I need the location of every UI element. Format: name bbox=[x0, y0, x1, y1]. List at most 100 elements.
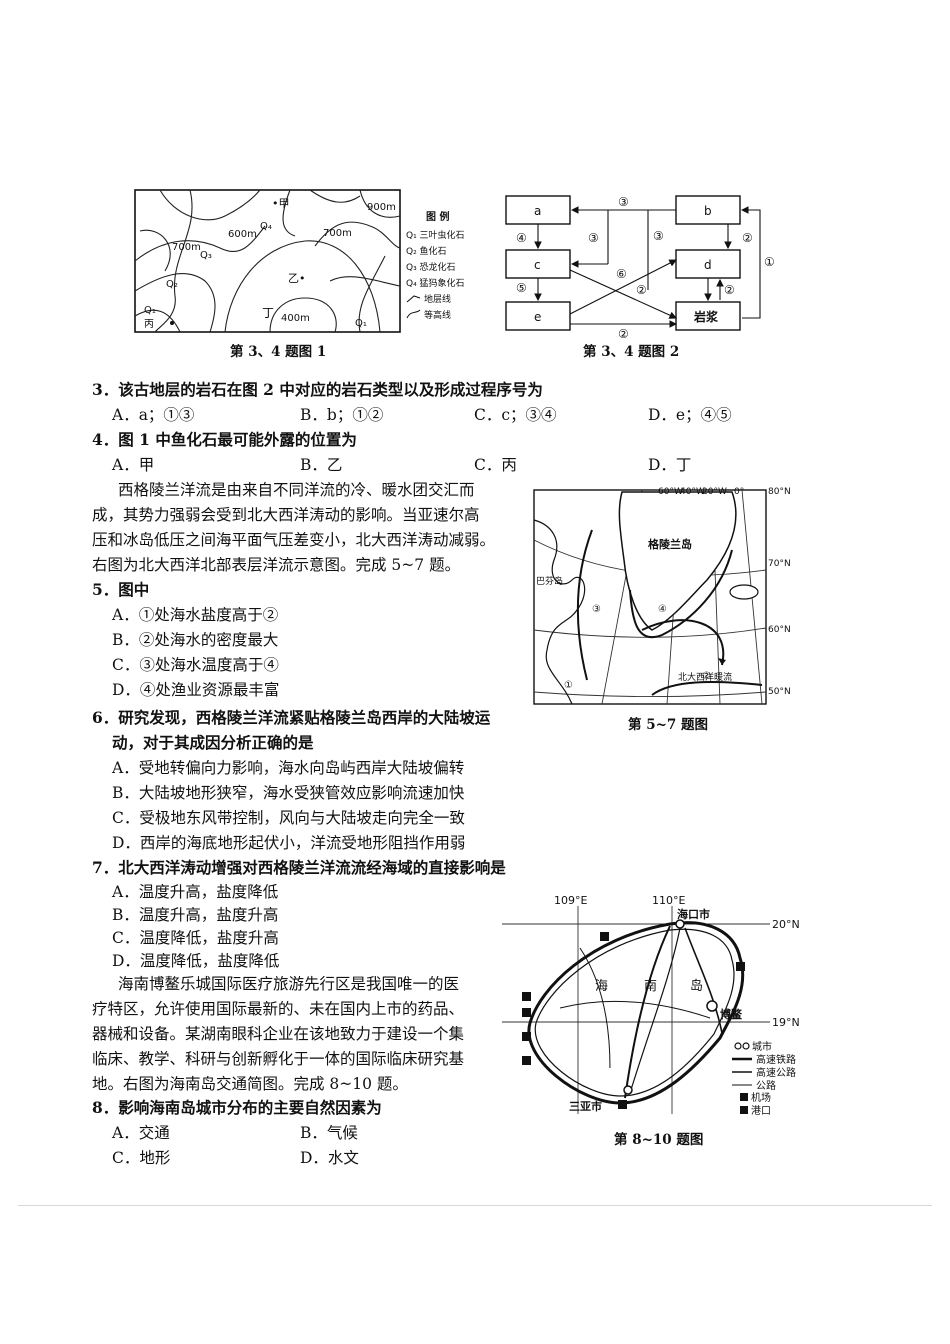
box-e: e bbox=[534, 310, 541, 324]
figure-1: •甲 乙• 丙 丁 900m 600m 700m 700m 400m Q₄ Q₃… bbox=[130, 186, 480, 336]
arrow-label: ③ bbox=[653, 229, 664, 243]
legend-port: 港口 bbox=[751, 1105, 771, 1117]
passage-2-line: 海南博鳌乐城国际医疗旅游先行区是我国唯一的医 bbox=[118, 975, 460, 993]
q4-option-a[interactable]: A．甲 bbox=[112, 456, 155, 474]
label-yi: 乙• bbox=[288, 272, 306, 285]
legend-item: 地层线 bbox=[424, 293, 451, 305]
legend-item: Q₃ 恐龙化石 bbox=[406, 261, 456, 273]
q6-option-b[interactable]: B．大陆坡地形狭窄，海水受狭管效应影响流速加快 bbox=[112, 784, 465, 802]
question-7-stem: 7．北大西洋涛动增强对西格陵兰洋流流经海域的直接影响是 bbox=[92, 858, 506, 877]
q4-option-b[interactable]: B．乙 bbox=[300, 456, 343, 474]
passage-1-line: 西格陵兰洋流是由来自不同洋流的冷、暖水团交汇而 bbox=[118, 481, 475, 499]
arrow-label: ② bbox=[742, 231, 753, 245]
legend-expressway: 高速公路 bbox=[756, 1066, 796, 1079]
q3-option-b[interactable]: B．b；①② bbox=[300, 406, 384, 424]
q8-option-c[interactable]: C．地形 bbox=[112, 1149, 171, 1167]
label-q4: Q₄ bbox=[260, 221, 272, 232]
label-q1a: Q₁ bbox=[144, 305, 156, 316]
q7-option-d[interactable]: D．温度降低，盐度降低 bbox=[112, 952, 280, 970]
q3-option-c[interactable]: C．c；③④ bbox=[474, 406, 557, 424]
q5-option-b[interactable]: B．②处海水的密度最大 bbox=[112, 631, 279, 649]
label-c700a: 700m bbox=[172, 242, 201, 253]
figure-2-diagram: a b c d e 岩浆 ③ ④ ③ ③ ② ⑤ ⑥ ② ② ① bbox=[505, 195, 775, 341]
question-8-stem: 8．影响海南岛城市分布的主要自然因素为 bbox=[92, 1098, 382, 1117]
arrow-label: ② bbox=[636, 283, 647, 297]
label-dao: 岛 bbox=[690, 978, 703, 994]
label-c400: 400m bbox=[281, 313, 310, 324]
label-baffin: 巴芬岛 bbox=[536, 575, 563, 587]
q5-option-a[interactable]: A．①处海水盐度高于② bbox=[112, 606, 279, 624]
lon-109: 109°E bbox=[554, 894, 587, 907]
question-3-stem: 3．该古地层的岩石在图 2 中对应的岩石类型以及形成过程序号为 bbox=[92, 380, 543, 399]
label-boao: 博鳌 bbox=[720, 1007, 743, 1021]
lon-60: 60°W bbox=[658, 487, 683, 497]
q8-option-b[interactable]: B．气候 bbox=[300, 1124, 358, 1142]
q7-option-c[interactable]: C．温度降低，盐度升高 bbox=[112, 929, 279, 947]
lat-80: 80°N bbox=[768, 487, 791, 497]
q3-option-d[interactable]: D．e；④⑤ bbox=[648, 406, 732, 424]
lat-50: 50°N bbox=[768, 687, 791, 697]
q3-option-a[interactable]: A．a；①③ bbox=[112, 406, 195, 424]
lat-19: 19°N bbox=[772, 1016, 800, 1029]
label-p1: ① bbox=[564, 680, 573, 691]
q5-option-d[interactable]: D．④处渔业资源最丰富 bbox=[112, 681, 280, 699]
label-sanya: 三亚市 bbox=[569, 1099, 602, 1113]
legend-road: 公路 bbox=[756, 1079, 776, 1092]
figure-4-map: 109°E 110°E 20°N 19°N 海口市 三亚市 博鳌 海 南 岛 bbox=[502, 894, 800, 1117]
q6-option-d[interactable]: D．西岸的海底地形起伏小，洋流受地形阻挡作用弱 bbox=[112, 834, 466, 852]
label-c900: 900m bbox=[367, 202, 396, 213]
passage-1-line: 压和冰岛低压之间海平面气压差变小，北大西洋涛动减弱。 bbox=[92, 531, 496, 549]
lon-40: 40°W bbox=[680, 487, 705, 497]
arrow-label: ① bbox=[764, 255, 775, 269]
label-nan: 南 bbox=[644, 978, 657, 994]
label-p4: ④ bbox=[658, 604, 667, 615]
q6-option-c[interactable]: C．受极地东风带控制，风向与大陆坡走向完全一致 bbox=[112, 809, 465, 827]
q7-option-b[interactable]: B．温度升高，盐度升高 bbox=[112, 906, 279, 924]
legend-railway: 高速铁路 bbox=[756, 1053, 796, 1066]
arrow-label: ② bbox=[724, 283, 735, 297]
q4-option-c[interactable]: C．丙 bbox=[474, 456, 517, 474]
label-p3: ③ bbox=[592, 604, 601, 615]
figure-3-map: 60°W 40°W 20°W 0° 80°N 70°N 60°N 50°N 格陵… bbox=[533, 487, 791, 705]
lon-20: 20°W bbox=[702, 487, 727, 497]
arrow-label: ⑥ bbox=[616, 267, 627, 281]
label-q3: Q₃ bbox=[200, 250, 212, 261]
arrow-label: ③ bbox=[588, 231, 599, 245]
question-4-stem: 4．图 1 中鱼化石最可能外露的位置为 bbox=[92, 430, 357, 449]
figure-2: a b c d e 岩浆 ③ ④ ③ ③ ② ⑤ ⑥ ② ② ① bbox=[498, 190, 798, 341]
page-divider bbox=[18, 1205, 932, 1206]
figure-3-caption: 第 5~7 题图 bbox=[628, 717, 708, 733]
question-6-stem-cont: 动，对于其成因分析正确的是 bbox=[112, 733, 314, 752]
label-c700b: 700m bbox=[323, 228, 352, 239]
lat-20: 20°N bbox=[772, 918, 800, 931]
q5-option-c[interactable]: C．③处海水温度高于④ bbox=[112, 656, 279, 674]
passage-1-line: 成，其势力强弱会受到北大西洋涛动的影响。当亚速尔高 bbox=[92, 506, 480, 524]
legend-city: 城市 bbox=[752, 1040, 772, 1053]
lon-110: 110°E bbox=[652, 894, 685, 907]
figure-3: 60°W 40°W 20°W 0° 80°N 70°N 60°N 50°N 格陵… bbox=[532, 480, 802, 708]
q8-option-d[interactable]: D．水文 bbox=[300, 1149, 359, 1167]
label-greenland: 格陵兰岛 bbox=[648, 537, 692, 551]
box-b: b bbox=[704, 204, 712, 218]
q4-option-d[interactable]: D．丁 bbox=[648, 456, 692, 474]
q8-option-a[interactable]: A．交通 bbox=[112, 1124, 170, 1142]
question-5-stem: 5．图中 bbox=[92, 580, 150, 599]
arrow-label: ⑤ bbox=[516, 281, 527, 295]
legend-airport: 机场 bbox=[751, 1091, 771, 1104]
label-ding: 丁 bbox=[262, 306, 274, 320]
passage-2-line: 疗特区，允许使用国际最新的、未在国内上市的药品、 bbox=[92, 1000, 465, 1018]
question-6-stem: 6．研究发现，西格陵兰洋流紧贴格陵兰岛西岸的大陆坡运 bbox=[92, 708, 491, 727]
passage-2-line: 临床、教学、科研与创新孵化于一体的国际临床研究基 bbox=[92, 1050, 465, 1068]
box-magma: 岩浆 bbox=[693, 309, 719, 324]
label-jia: •甲 bbox=[272, 197, 290, 210]
box-c: c bbox=[534, 258, 541, 272]
lon-0: 0° bbox=[734, 487, 744, 497]
figure-4: 109°E 110°E 20°N 19°N 海口市 三亚市 博鳌 海 南 岛 bbox=[500, 888, 818, 1124]
q6-option-a[interactable]: A．受地转偏向力影响，海水向岛屿西岸大陆坡偏转 bbox=[112, 759, 465, 777]
q7-option-a[interactable]: A．温度升高，盐度降低 bbox=[112, 883, 279, 901]
legend-item: 等高线 bbox=[424, 309, 451, 321]
label-nad-current: 北大西洋暖流 bbox=[678, 671, 732, 683]
passage-1-line: 右图为北大西洋北部表层洋流示意图。完成 5~7 题。 bbox=[92, 556, 461, 574]
label-p2: ② bbox=[702, 671, 711, 682]
label-hai: 海 bbox=[595, 979, 608, 994]
